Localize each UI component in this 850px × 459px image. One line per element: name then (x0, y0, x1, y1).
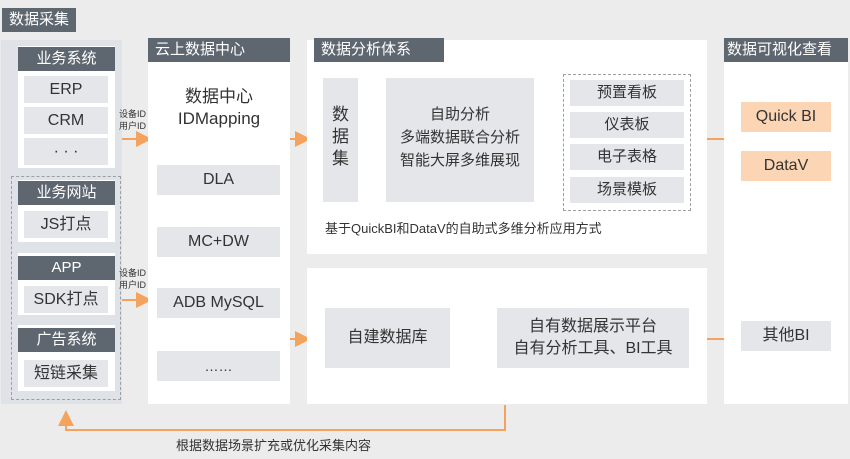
own-platform-box (497, 308, 689, 368)
more-storage-item: …… (157, 351, 280, 381)
biz-title: 业务系统 (18, 47, 115, 71)
cloud-center-line2: IDMapping (177, 109, 261, 128)
device-id-label-2: 设备ID (119, 268, 147, 278)
own-platform-line1: 自有数据展示平台 (528, 318, 657, 335)
adb-mysql-item: ADB MySQL (157, 288, 280, 318)
collect-title: 数据采集 (2, 8, 77, 32)
self-service-box (386, 78, 534, 202)
scene-template-item: 场景模板 (570, 177, 684, 203)
analysis-note: 基于QuickBI和DataV的自助式多维分析应用方式 (325, 221, 602, 236)
datav-item: DataV (741, 151, 831, 181)
cloud-panel (148, 40, 290, 404)
feedback-loop-line (58, 405, 506, 431)
cloud-center-line1: 数据中心 (185, 87, 253, 106)
cloud-title: 云上数据中心 (148, 38, 290, 62)
dashboard-item: 仪表板 (570, 112, 684, 138)
shortlink-item: 短链采集 (24, 360, 108, 387)
user-id-label-1: 用户ID (119, 121, 147, 131)
user-id-label-2: 用户ID (119, 280, 147, 290)
self-service-line3: 智能大屏多维展现 (399, 152, 520, 169)
web-app-ad-dashed-group (11, 176, 121, 400)
dataset-box: 数据集 (323, 78, 358, 202)
dla-item: DLA (157, 165, 280, 195)
more-systems-item: · · · (24, 138, 108, 165)
feedback-label: 根据数据场景扩充或优化采集内容 (176, 438, 372, 453)
js-tracking-item: JS打点 (24, 211, 108, 238)
ad-title: 广告系统 (18, 328, 115, 352)
mcdw-item: MC+DW (157, 227, 280, 257)
web-title: 业务网站 (18, 181, 115, 205)
own-platform-line2: 自有分析工具、BI工具 (513, 340, 673, 357)
self-service-line1: 自助分析 (429, 106, 490, 123)
other-bi-item: 其他BI (741, 321, 831, 351)
self-service-line2: 多端数据联合分析 (399, 129, 520, 146)
templates-dashed-group (563, 74, 691, 211)
spreadsheet-item: 电子表格 (570, 144, 684, 170)
sdk-tracking-item: SDK打点 (24, 286, 108, 313)
device-id-label-1: 设备ID (119, 109, 147, 119)
viz-title: 数据可视化查看 (724, 38, 848, 62)
preset-board-item: 预置看板 (570, 80, 684, 106)
app-title: APP (18, 256, 115, 280)
erp-item: ERP (24, 76, 108, 103)
crm-item: CRM (24, 107, 108, 134)
quickbi-item: Quick BI (741, 102, 831, 132)
own-db-box: 自建数据库 (325, 308, 450, 368)
analysis-title: 数据分析体系 (314, 38, 444, 62)
